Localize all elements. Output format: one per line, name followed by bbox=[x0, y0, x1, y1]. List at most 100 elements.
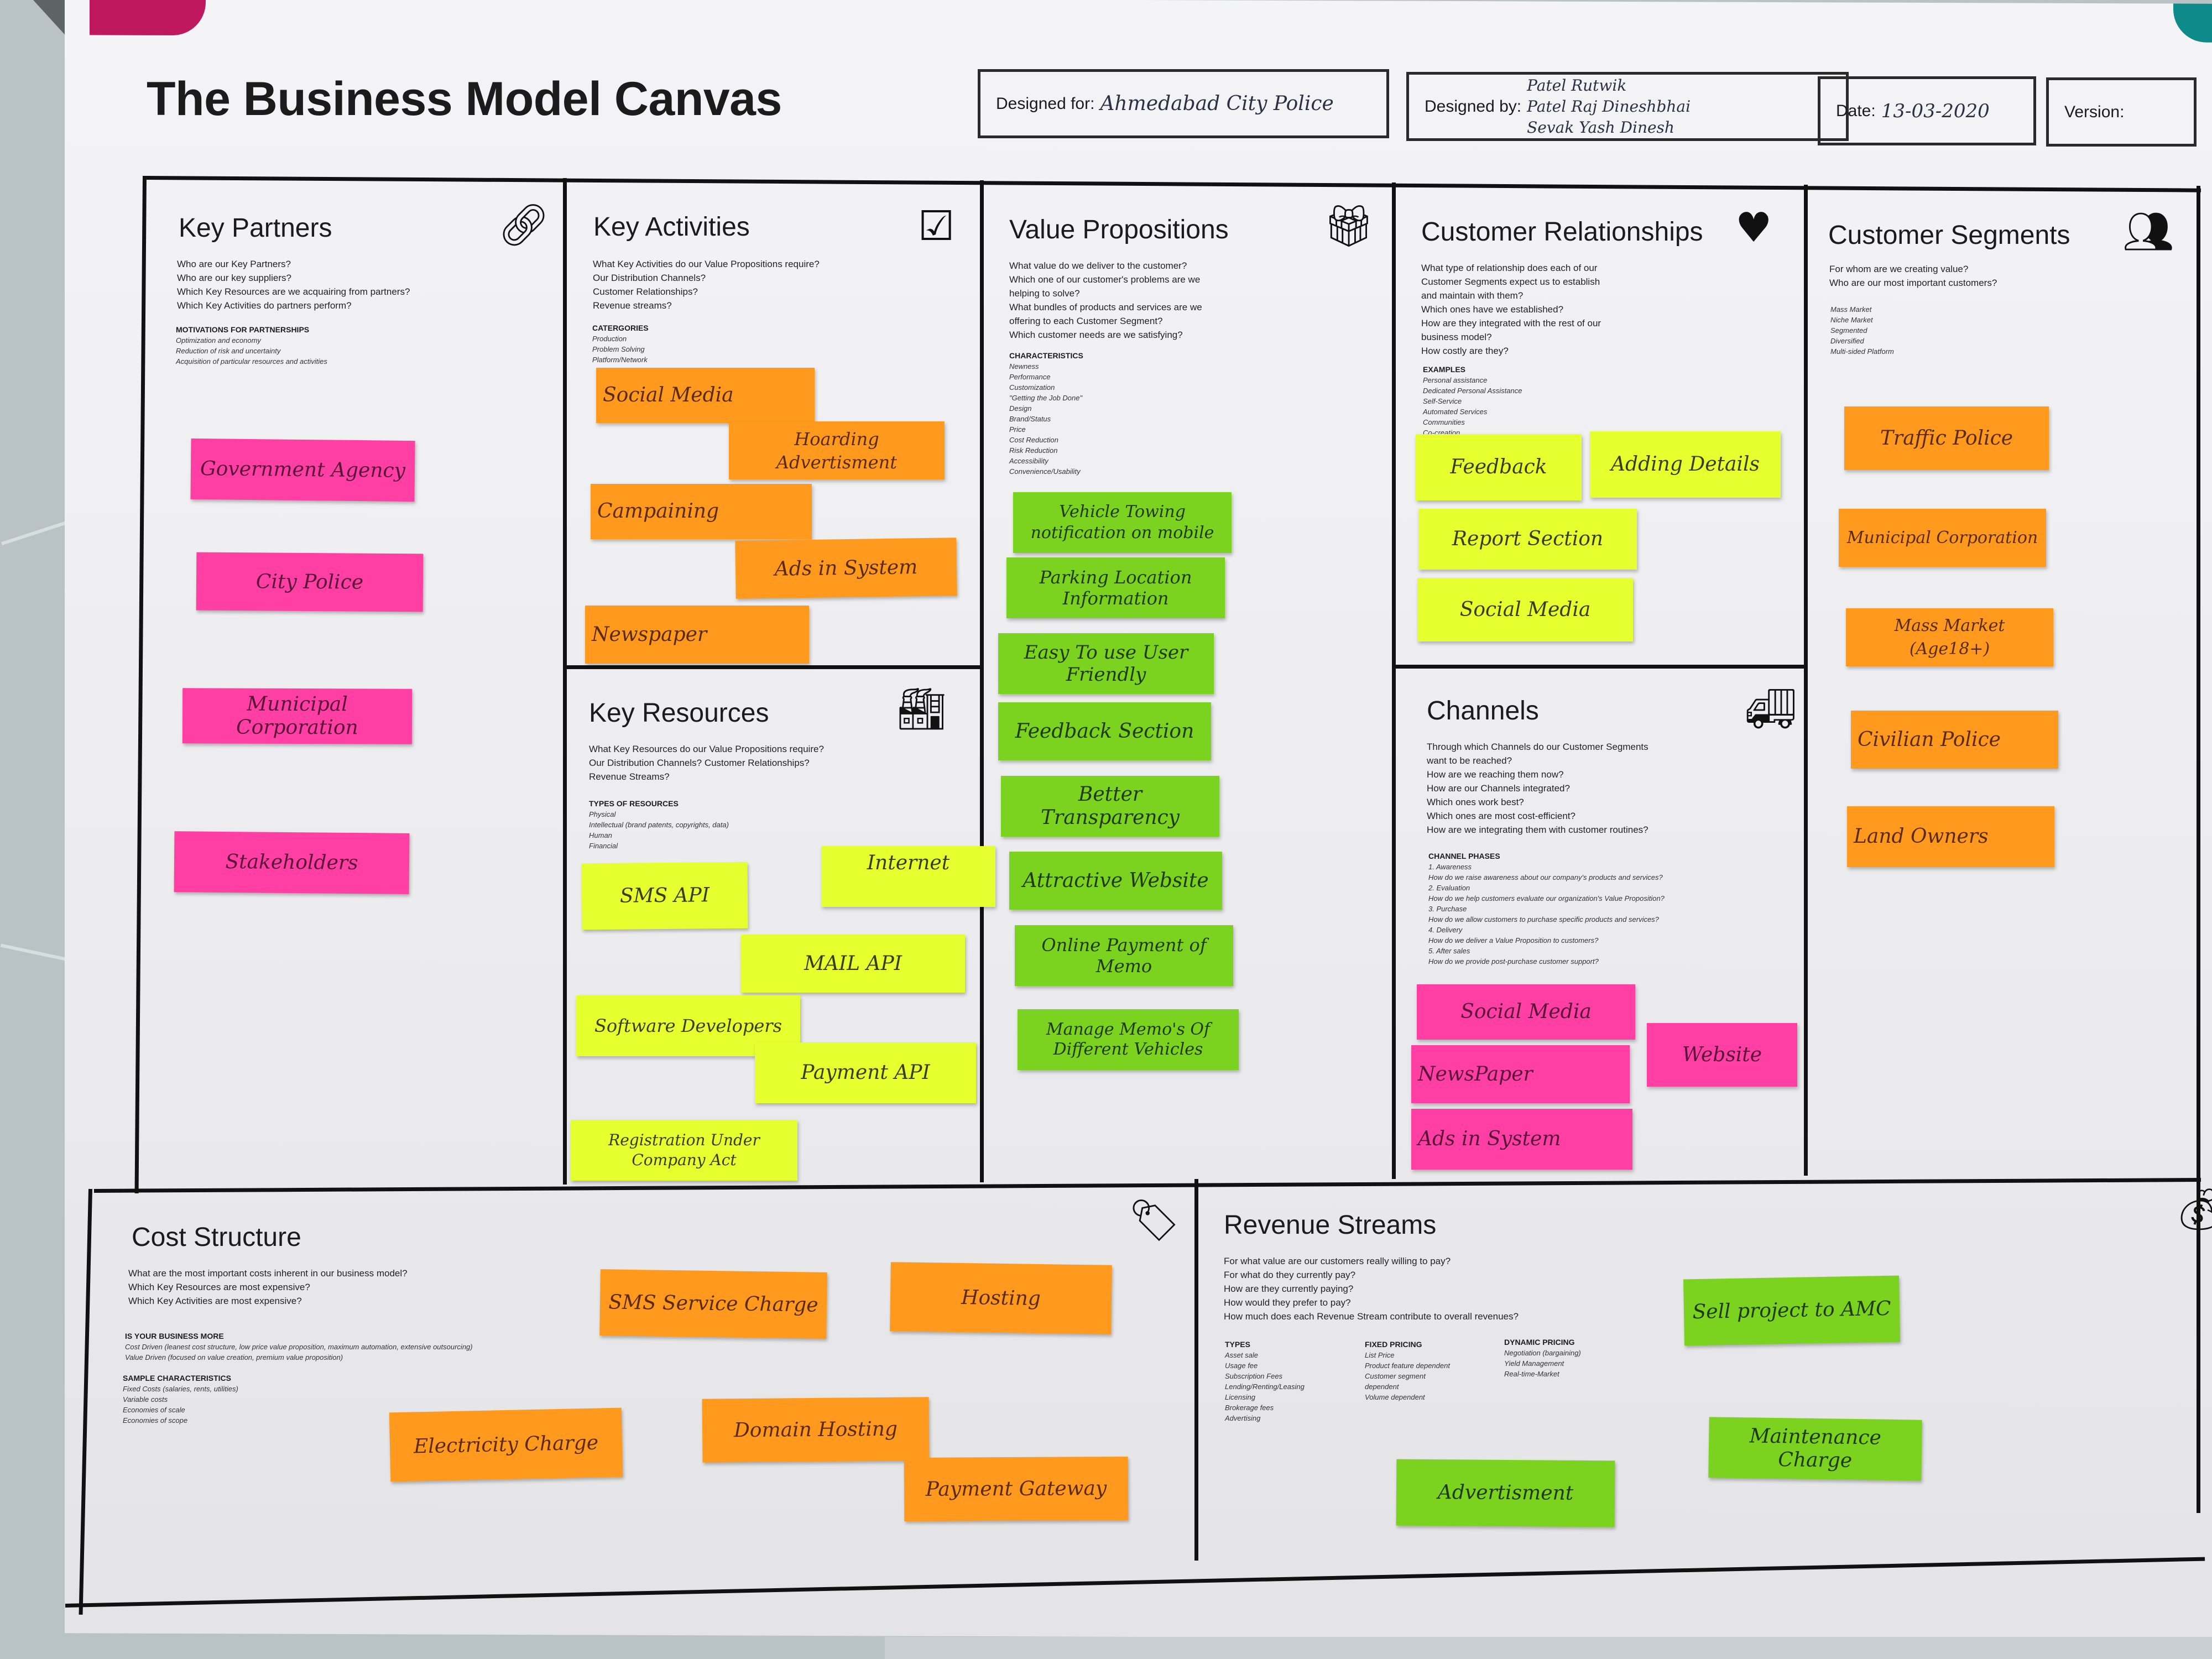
version-label: Version: bbox=[2064, 102, 2125, 121]
date-label: Date: bbox=[1836, 101, 1876, 120]
customer-segments-title: Customer Segments bbox=[1828, 221, 2070, 250]
sticky-note[interactable]: Feedback Section bbox=[998, 702, 1211, 760]
sticky-note[interactable]: Maintenance Charge bbox=[1708, 1417, 1922, 1481]
channels-subheading: CHANNEL PHASES bbox=[1428, 852, 1500, 860]
sticky-note[interactable]: Stakeholders bbox=[174, 831, 410, 894]
revenue-dynamic-heading: DYNAMIC PRICING bbox=[1504, 1338, 1575, 1347]
date-value: 13-03-2020 bbox=[1881, 100, 1990, 122]
sticky-note[interactable]: Feedback bbox=[1416, 434, 1582, 500]
sticky-note[interactable]: Online Payment of Memo bbox=[1015, 925, 1233, 986]
revenue-streams-title: Revenue Streams bbox=[1224, 1211, 1437, 1240]
sticky-note[interactable]: Ads in System bbox=[1411, 1109, 1632, 1170]
marker-cap bbox=[90, 0, 206, 36]
sticky-note[interactable]: Civilian Police bbox=[1851, 711, 2058, 769]
link-icon: 🔗︎ bbox=[498, 201, 550, 249]
sticky-note[interactable]: City Police bbox=[196, 552, 424, 612]
heart-icon: ♥ bbox=[1735, 204, 1772, 252]
cost-structure-items-2: Fixed Costs (salaries, rents, utilities)… bbox=[123, 1385, 238, 1425]
sticky-note[interactable]: Social Media bbox=[1417, 578, 1633, 641]
sticky-note[interactable]: Electricity Charge bbox=[389, 1407, 623, 1482]
key-resources-items: Physical Intellectual (brand patents, co… bbox=[589, 810, 729, 850]
sticky-note[interactable]: Social Media bbox=[596, 368, 815, 423]
sticky-note[interactable]: NewsPaper bbox=[1411, 1045, 1630, 1103]
sticky-note[interactable]: Internet bbox=[821, 846, 995, 907]
sticky-note[interactable]: Domain Hosting bbox=[702, 1397, 930, 1463]
sticky-note[interactable]: Parking Location Information bbox=[1006, 557, 1225, 618]
factory-icon: 🏭︎ bbox=[896, 685, 948, 733]
channels-title: Channels bbox=[1427, 696, 1539, 726]
grid-right-line bbox=[2197, 186, 2200, 1513]
grid-divider bbox=[1804, 185, 1808, 1176]
money-bag-icon: 💰︎ bbox=[2173, 1186, 2212, 1233]
sticky-note[interactable]: Easy To use User Friendly bbox=[998, 633, 1214, 694]
key-activities-items: Production Problem Solving Platform/Netw… bbox=[592, 335, 648, 364]
sticky-note[interactable]: Advertisment bbox=[1396, 1459, 1615, 1527]
marker-cap bbox=[2173, 3, 2212, 43]
sticky-note[interactable]: Mass Market (Age18+) bbox=[1846, 608, 2053, 666]
channels-items: 1. Awareness How do we raise awareness a… bbox=[1428, 863, 1665, 966]
sticky-note[interactable]: Vehicle Towing notification on mobile bbox=[1013, 492, 1232, 553]
version-box: Version: bbox=[2046, 77, 2197, 147]
sticky-note[interactable]: Government Agency bbox=[190, 438, 415, 502]
sticky-note[interactable]: Campaining bbox=[591, 484, 812, 539]
date-box: Date: 13-03-2020 bbox=[1818, 76, 2036, 145]
sticky-note[interactable]: Attractive Website bbox=[1009, 852, 1222, 910]
people-icon: 👥︎ bbox=[2122, 208, 2174, 255]
sticky-note[interactable]: Newspaper bbox=[585, 606, 809, 664]
sticky-note[interactable]: Social Media bbox=[1417, 984, 1635, 1040]
sticky-note[interactable]: Municipal Corporation bbox=[1839, 509, 2046, 567]
tag-icon: 🏷︎ bbox=[1128, 1197, 1180, 1244]
key-partners-title: Key Partners bbox=[179, 213, 332, 243]
cost-structure-title: Cost Structure bbox=[132, 1223, 301, 1252]
sticky-note[interactable]: Payment API bbox=[755, 1042, 976, 1103]
sticky-note[interactable]: Adding Details bbox=[1590, 431, 1781, 498]
sticky-note[interactable]: Land Owners bbox=[1847, 806, 2054, 867]
sticky-note[interactable]: Website bbox=[1647, 1023, 1797, 1087]
value-propositions-subheading: CHARACTERISTICS bbox=[1009, 351, 1083, 360]
cost-structure-items: Cost Driven (leanest cost structure, low… bbox=[125, 1343, 473, 1361]
revenue-fixed-heading: FIXED PRICING bbox=[1365, 1340, 1422, 1349]
sticky-note[interactable]: Better Transparency bbox=[1001, 776, 1219, 837]
grid-divider bbox=[563, 665, 983, 669]
customer-relationships-questions: What type of relationship does each of o… bbox=[1421, 263, 1601, 356]
sticky-note[interactable]: SMS Service Charge bbox=[599, 1269, 827, 1339]
floor-tile-line bbox=[1, 520, 71, 545]
grid-divider bbox=[1194, 1179, 1198, 1561]
grid-divider bbox=[980, 180, 984, 1182]
checkbox-icon: ☑ bbox=[918, 202, 955, 250]
key-resources-questions: What Key Resources do our Value Proposit… bbox=[589, 744, 824, 782]
cost-structure-subheading: IS YOUR BUSINESS MORE bbox=[125, 1332, 224, 1340]
revenue-types-items: Asset sale Usage fee Subscription Fees L… bbox=[1225, 1351, 1305, 1422]
sticky-note[interactable]: Hoarding Advertisment bbox=[729, 421, 945, 479]
key-partners-items: Optimization and economy Reduction of ri… bbox=[176, 336, 327, 366]
customer-segments-items: Mass Market Niche Market Segmented Diver… bbox=[1830, 305, 1894, 356]
customer-relationships-title: Customer Relationships bbox=[1421, 217, 1703, 247]
sticky-note[interactable]: Registration Under Company Act bbox=[571, 1120, 797, 1181]
key-partners-questions: Who are our Key Partners? Who are our ke… bbox=[177, 259, 410, 311]
sticky-note[interactable]: Sell project to AMC bbox=[1683, 1275, 1901, 1346]
key-activities-questions: What Key Activities do our Value Proposi… bbox=[593, 259, 820, 311]
customer-relationships-items: Personal assistance Dedicated Personal A… bbox=[1423, 376, 1522, 437]
floor-tile bbox=[885, 1637, 2212, 1659]
designed-for-value: Ahmedabad City Police bbox=[1100, 92, 1334, 115]
value-propositions-title: Value Propositions bbox=[1009, 215, 1229, 244]
revenue-types-heading: TYPES bbox=[1225, 1340, 1250, 1349]
sticky-note[interactable]: Ads in System bbox=[735, 538, 957, 599]
sticky-note[interactable]: Municipal Corporation bbox=[182, 688, 413, 744]
value-propositions-items: Newness Performance Customization "Getti… bbox=[1009, 362, 1083, 476]
sticky-note[interactable]: Report Section bbox=[1418, 509, 1637, 570]
sticky-note[interactable]: Payment Gateway bbox=[904, 1456, 1129, 1522]
designed-by-box: Designed by: Patel Rutwik Patel Raj Dine… bbox=[1406, 72, 1849, 141]
cost-structure-questions: What are the most important costs inhere… bbox=[128, 1268, 408, 1306]
revenue-fixed-items: List Price Product feature dependent Cus… bbox=[1365, 1351, 1450, 1401]
designer-name: Patel Rutwik bbox=[1527, 76, 1627, 95]
sticky-note[interactable]: Traffic Police bbox=[1844, 406, 2049, 470]
key-resources-subheading: TYPES OF RESOURCES bbox=[589, 799, 679, 808]
sticky-note[interactable]: MAIL API bbox=[741, 935, 965, 993]
channels-questions: Through which Channels do our Customer S… bbox=[1427, 742, 1648, 835]
cost-structure-subheading-2: SAMPLE CHARACTERISTICS bbox=[123, 1374, 232, 1383]
sticky-note[interactable]: Manage Memo's Of Different Vehicles bbox=[1018, 1009, 1239, 1070]
sticky-note[interactable]: SMS API bbox=[581, 862, 748, 930]
sticky-note[interactable]: Hosting bbox=[890, 1262, 1112, 1334]
grid-divider bbox=[1392, 665, 1808, 669]
